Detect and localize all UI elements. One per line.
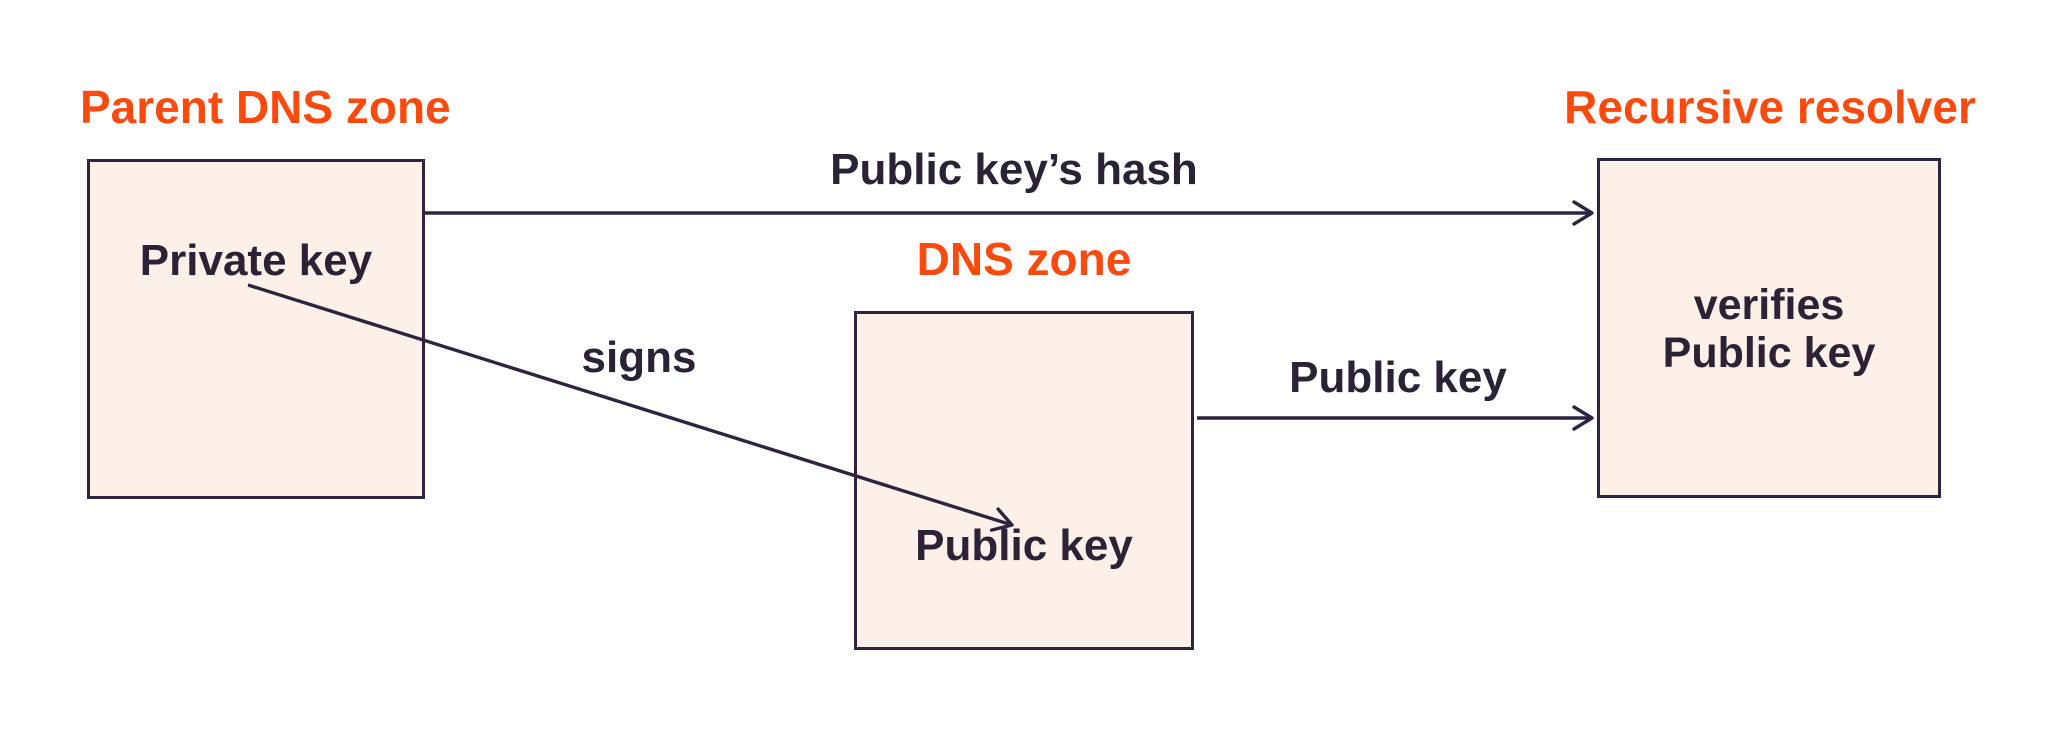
dns-zone-title: DNS zone xyxy=(916,233,1132,285)
recursive-resolver-title: Recursive resolver xyxy=(1564,81,1976,133)
parent-dns-zone-box xyxy=(87,159,425,499)
resolver-verifies-line2: Public key xyxy=(1662,329,1876,378)
private-key-label: Private key xyxy=(139,236,373,285)
public-keys-hash-arrow-label: Public key’s hash xyxy=(830,145,1198,194)
public-key-arrow-label: Public key xyxy=(1289,353,1507,402)
signs-arrow-label: signs xyxy=(581,333,697,382)
dns-public-key-label: Public key xyxy=(915,521,1133,570)
parent-dns-zone-title: Parent DNS zone xyxy=(80,81,451,133)
recursive-resolver-box xyxy=(1597,158,1941,498)
resolver-verifies-line1: verifies xyxy=(1693,281,1845,329)
dns-zone-box xyxy=(854,311,1194,650)
resolver-verifies-label: verifies Public key xyxy=(1597,281,1941,377)
